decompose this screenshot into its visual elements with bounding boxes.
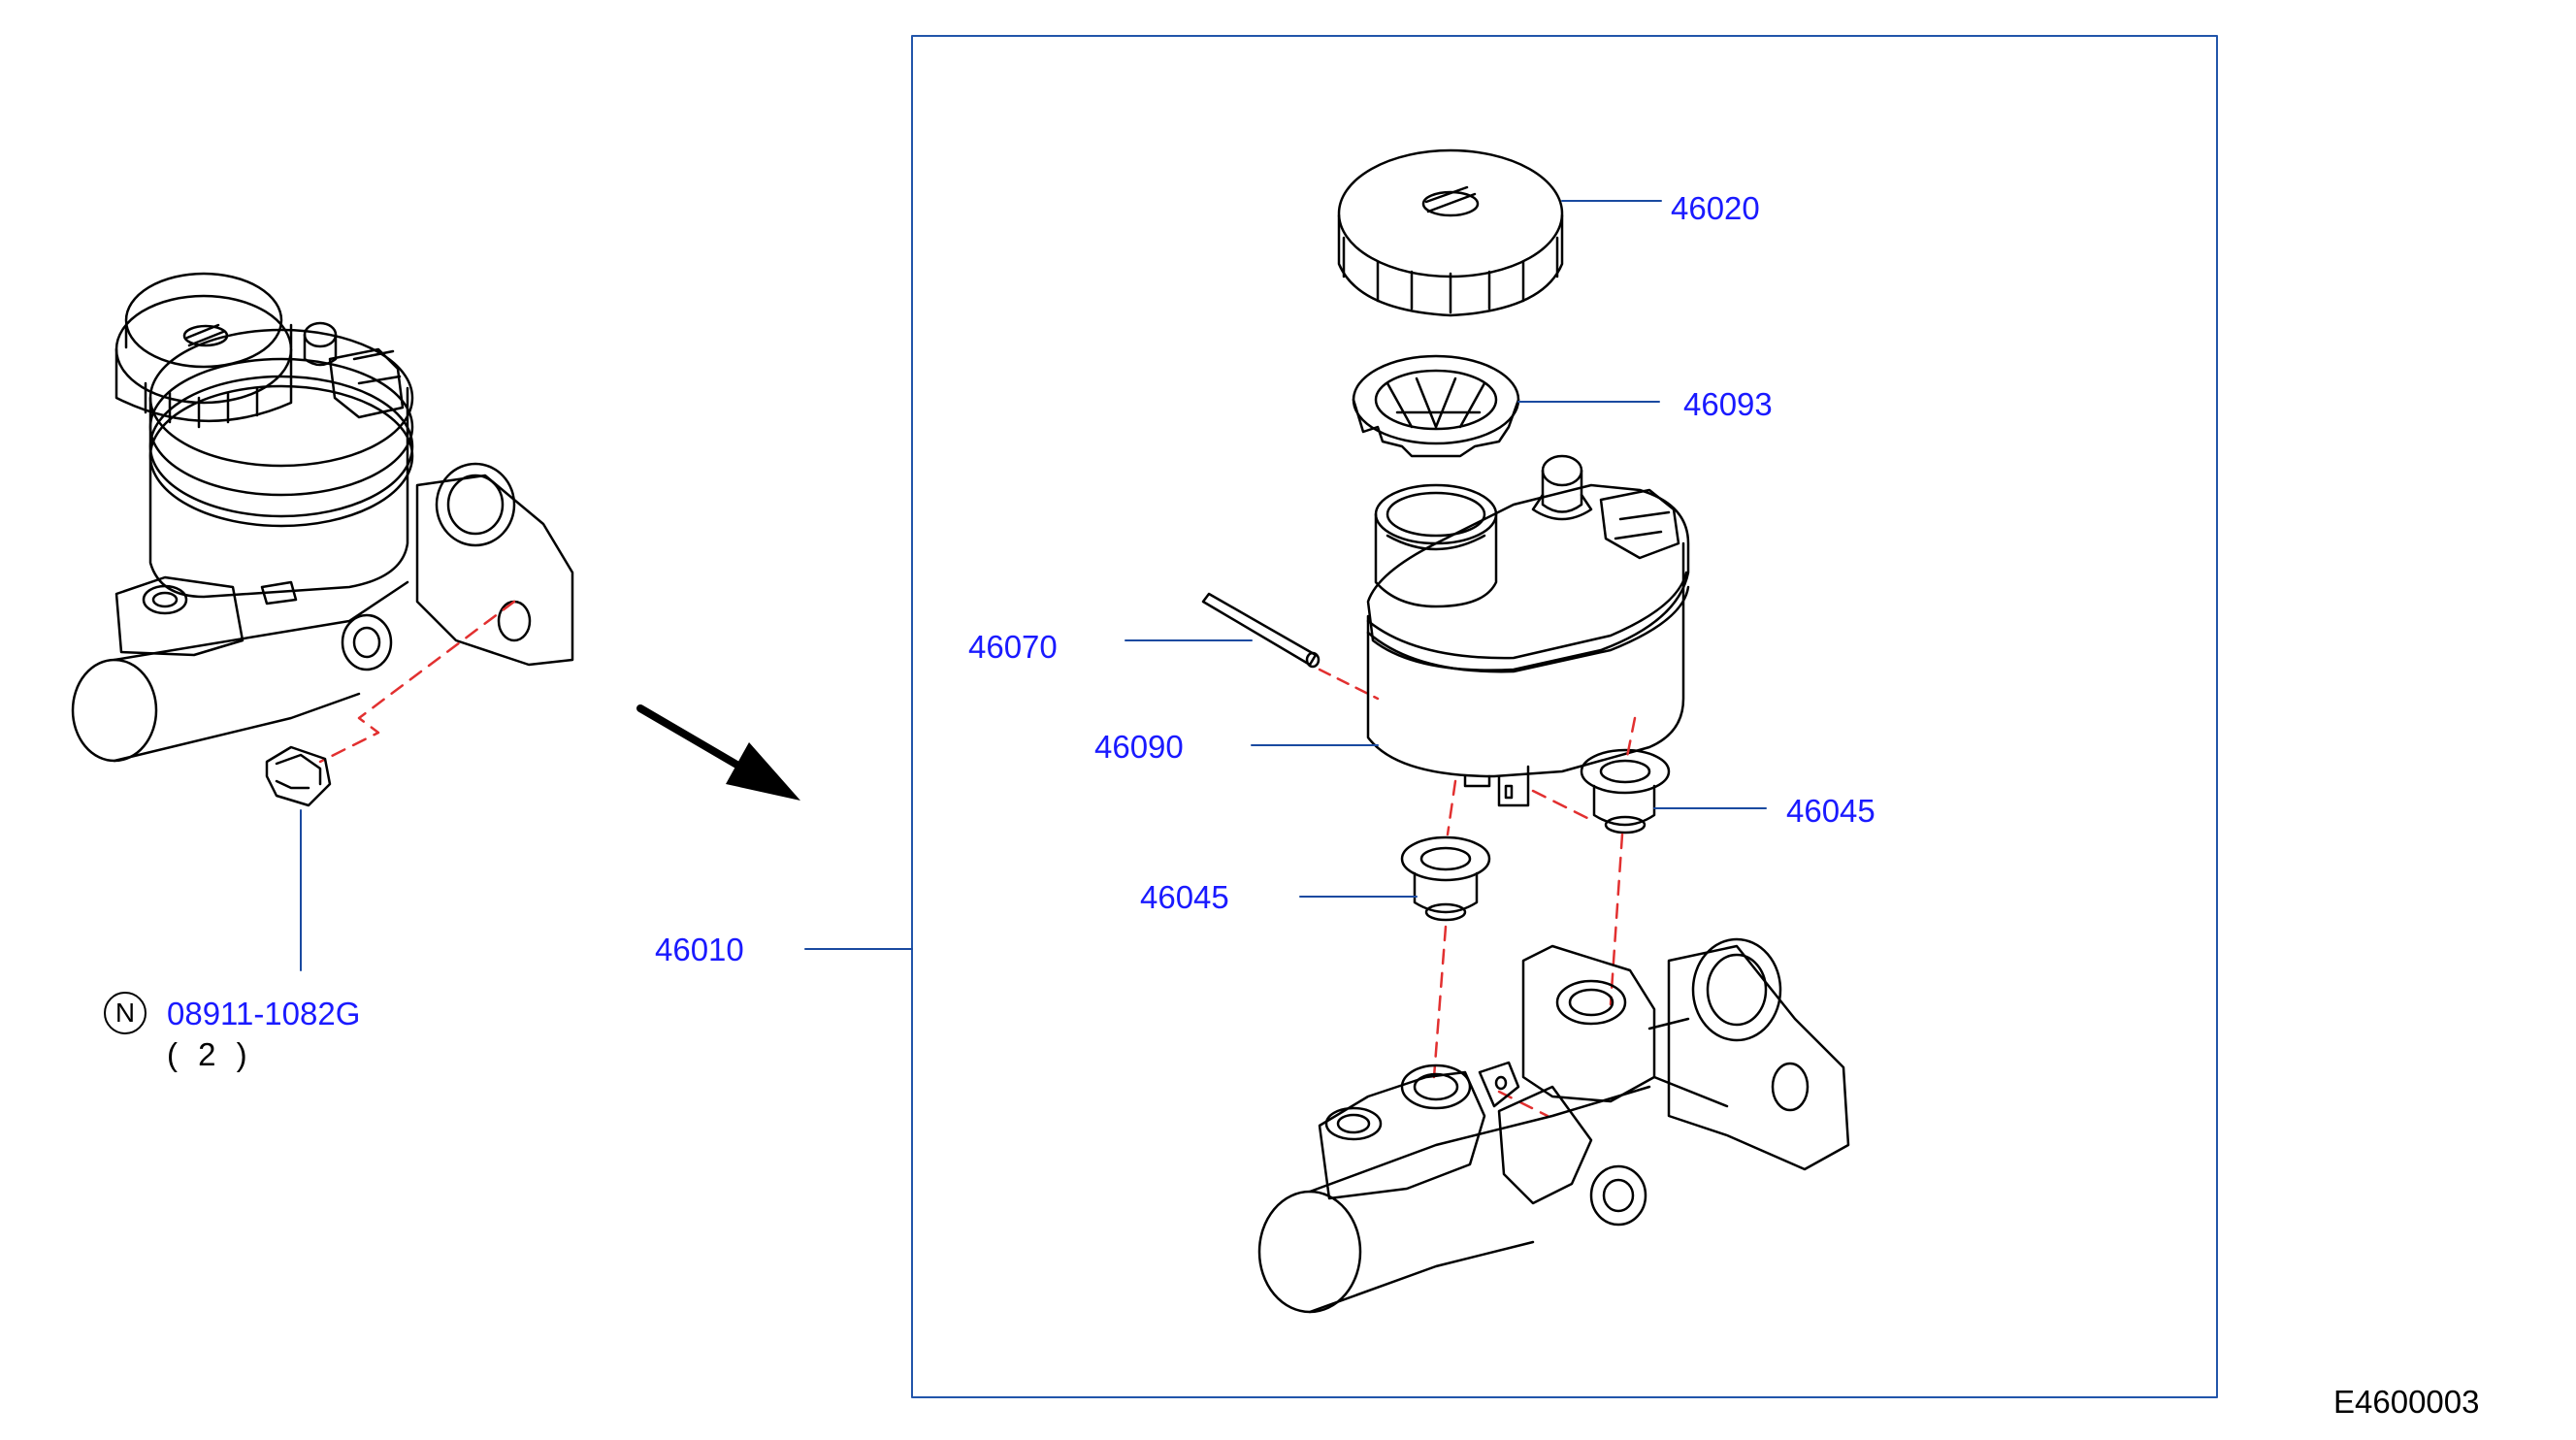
- label-reservoir[interactable]: 46090: [1094, 729, 1184, 765]
- pin-illustration: [1201, 592, 1321, 669]
- cap-illustration: [1337, 148, 1564, 317]
- label-pin[interactable]: 46070: [968, 629, 1058, 665]
- nut-dash-line: [318, 600, 516, 764]
- alignment-dash-lines: [1432, 716, 1637, 1118]
- label-cap[interactable]: 46020: [1671, 190, 1760, 226]
- assembled-master-cylinder-illustration: [71, 272, 574, 763]
- label-grommet-right[interactable]: 46045: [1786, 793, 1875, 829]
- grommet-left-illustration: [1400, 835, 1491, 922]
- assembly-frame: [911, 35, 2218, 1398]
- label-strainer[interactable]: 46093: [1683, 386, 1773, 422]
- label-assembly[interactable]: 46010: [655, 932, 744, 967]
- strainer-illustration: [1352, 354, 1520, 458]
- pin-dash-line: [1318, 668, 1380, 701]
- label-nut[interactable]: 08911-1082G: [167, 996, 361, 1031]
- cylinder-body-illustration: [1257, 937, 1850, 1314]
- nut-illustration: [265, 745, 332, 807]
- grommet-right-illustration: [1580, 748, 1671, 835]
- label-grommet-left[interactable]: 46045: [1140, 879, 1229, 915]
- direction-arrow: [636, 704, 800, 801]
- reservoir-illustration: [1366, 454, 1690, 807]
- nut-n-badge: N: [104, 992, 147, 1034]
- nut-quantity: ( 2 ): [167, 1036, 253, 1072]
- diagram-code: E4600003: [2333, 1384, 2480, 1420]
